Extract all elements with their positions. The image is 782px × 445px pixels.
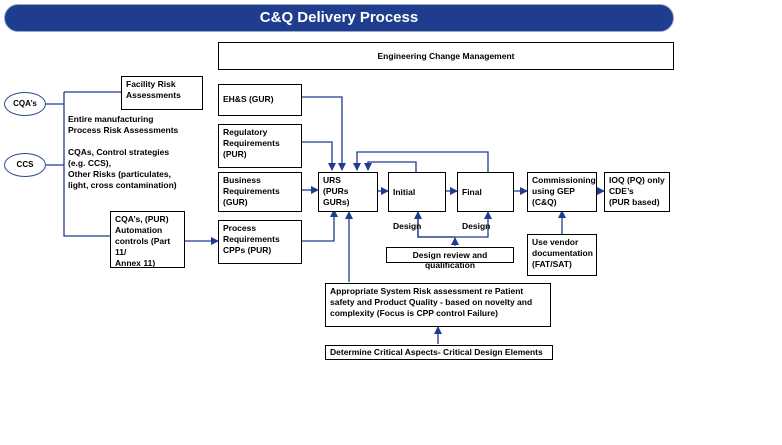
critical-aspects-box: Determine Critical Aspects- Critical Des… xyxy=(325,345,553,360)
automation-controls-box: CQA’s, (PUR) Automation controls (Part 1… xyxy=(110,211,185,268)
vendor-documentation-box: Use vendor documentation (FAT/SAT) xyxy=(527,234,597,276)
diagram-title: C&Q Delivery Process xyxy=(4,4,674,32)
urs-box: URS (PURs GURs) xyxy=(318,172,378,212)
process-risk-assessments-box: Entire manufacturing Process Risk Assess… xyxy=(68,114,179,190)
ccs-input-ellipse: CCS xyxy=(4,153,46,177)
facility-risk-assessments-box: Facility Risk Assessments xyxy=(121,76,203,110)
commissioning-box: Commissioning using GEP (C&Q) xyxy=(527,172,597,212)
cqa-input-ellipse: CQA’s xyxy=(4,92,46,116)
risk-assessment-box: Appropriate System Risk assessment re Pa… xyxy=(325,283,551,327)
business-requirements-box: Business Requirements (GUR) xyxy=(218,172,302,212)
process-requirements-box: Process Requirements CPPs (PUR) xyxy=(218,220,302,264)
ehs-requirements-box: EH&S (GUR) xyxy=(218,84,302,116)
initial-design-box: Initial Design xyxy=(388,172,446,231)
regulatory-requirements-box: Regulatory Requirements (PUR) xyxy=(218,124,302,168)
design-review-box: Design review and qualification xyxy=(386,247,514,270)
final-design-box: Final Design xyxy=(457,172,514,231)
engineering-change-management-box: Engineering Change Management xyxy=(218,42,674,70)
ioq-box: IOQ (PQ) only CDE’s (PUR based) xyxy=(604,172,670,212)
